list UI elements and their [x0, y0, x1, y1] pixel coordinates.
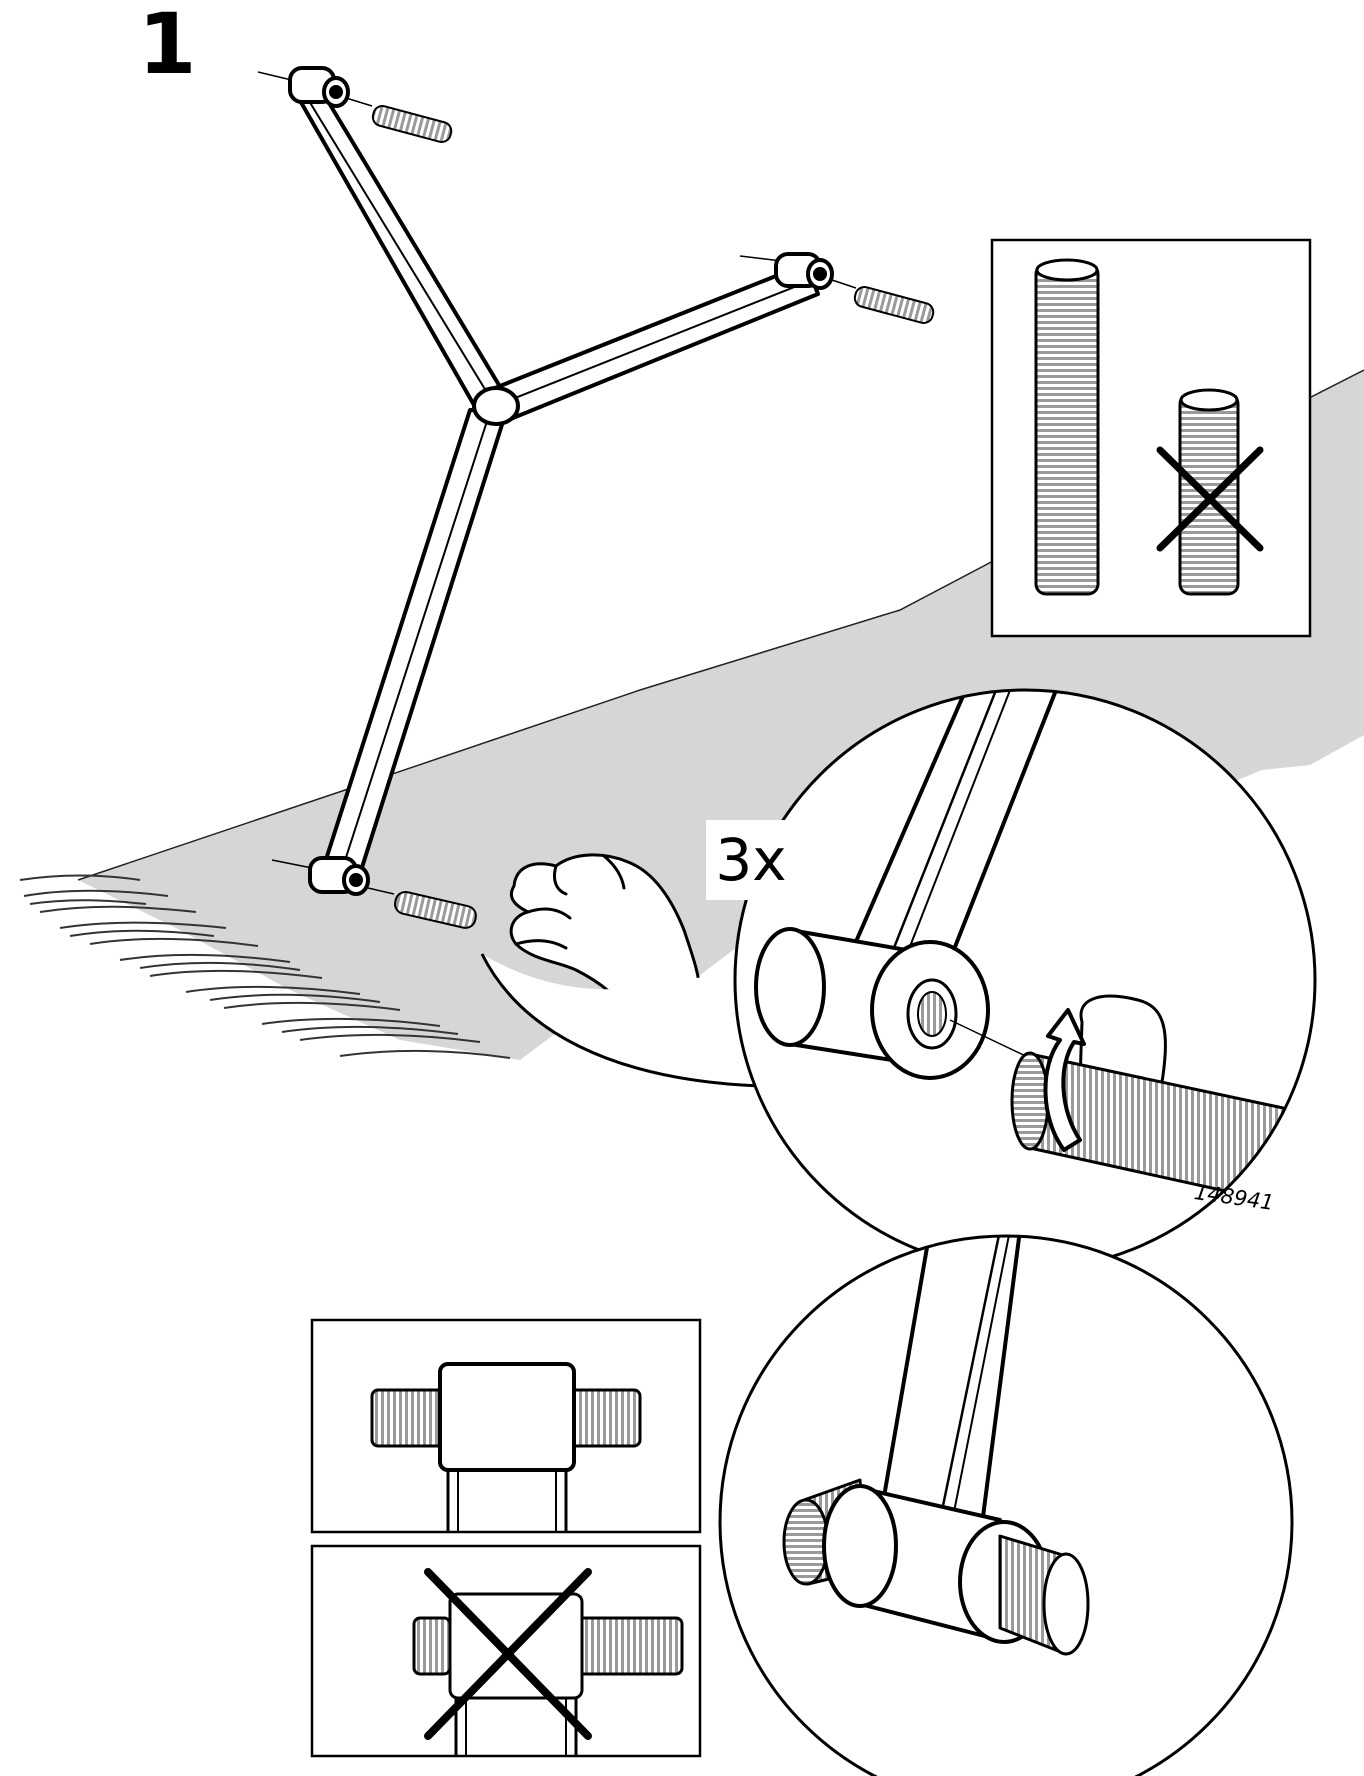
cross-mark-icon [1156, 446, 1264, 552]
equal-protrusion-correct [310, 1318, 702, 1534]
bolt-long-correct [1034, 258, 1100, 596]
quantity-label: 3x [706, 820, 796, 900]
zoom-circle-bolt-result [718, 1234, 1294, 1776]
bolt-small-right [831, 279, 935, 325]
callout-pointer [480, 953, 761, 1088]
tripod-leg-frame [257, 66, 834, 896]
step-number: 1 [138, 0, 197, 93]
bolt-small-top [345, 97, 453, 144]
rotate-clockwise-arrow [1043, 1008, 1086, 1152]
unequal-protrusion-wrong [310, 1544, 702, 1758]
bolt-short-wrong [1156, 388, 1264, 596]
bolt-small-bottom [367, 887, 477, 929]
cross-mark-icon [424, 1568, 592, 1740]
bolt-length-inset [990, 238, 1312, 638]
